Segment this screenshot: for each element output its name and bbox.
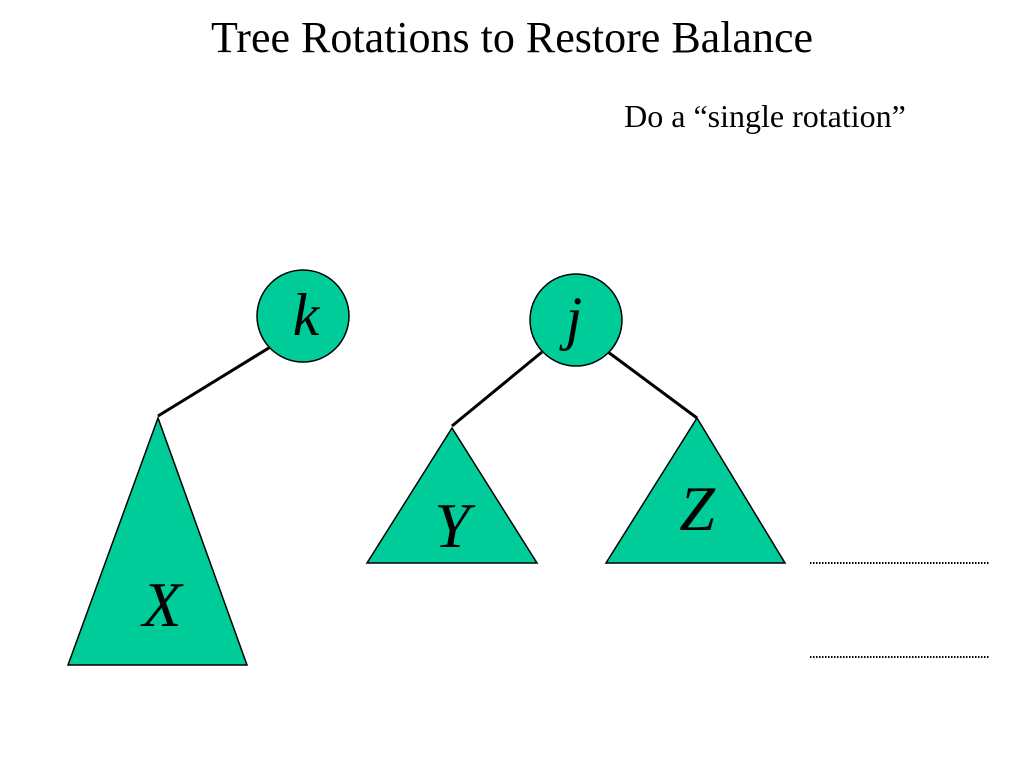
slide-title: Tree Rotations to Restore Balance <box>210 13 814 62</box>
subtree-x-label: X <box>139 569 184 640</box>
subtree-z-label: Z <box>679 473 716 544</box>
edge-k-x <box>157 344 273 418</box>
node-k-circle <box>256 269 350 363</box>
node-k-label: k <box>293 282 321 348</box>
slide-subtitle: Do a “single rotation” <box>624 98 906 134</box>
subtree-x-triangle <box>66 415 249 666</box>
edge-j-y <box>451 350 543 428</box>
subtree-y-label: Y <box>434 490 476 561</box>
edge-j-z <box>607 350 698 420</box>
subtree-y-triangle <box>365 426 539 564</box>
subtree-z-triangle <box>604 416 787 564</box>
node-j-circle <box>529 273 623 367</box>
